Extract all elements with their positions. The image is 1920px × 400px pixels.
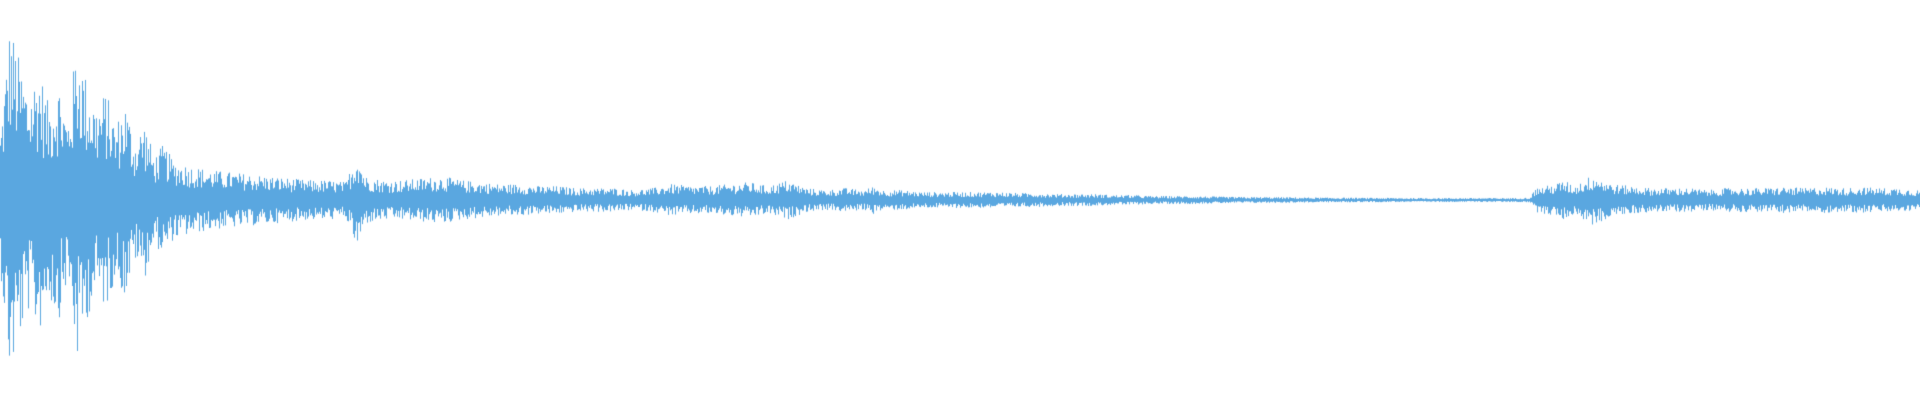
waveform-canvas[interactable] — [0, 0, 1920, 400]
audio-waveform[interactable] — [0, 0, 1920, 400]
